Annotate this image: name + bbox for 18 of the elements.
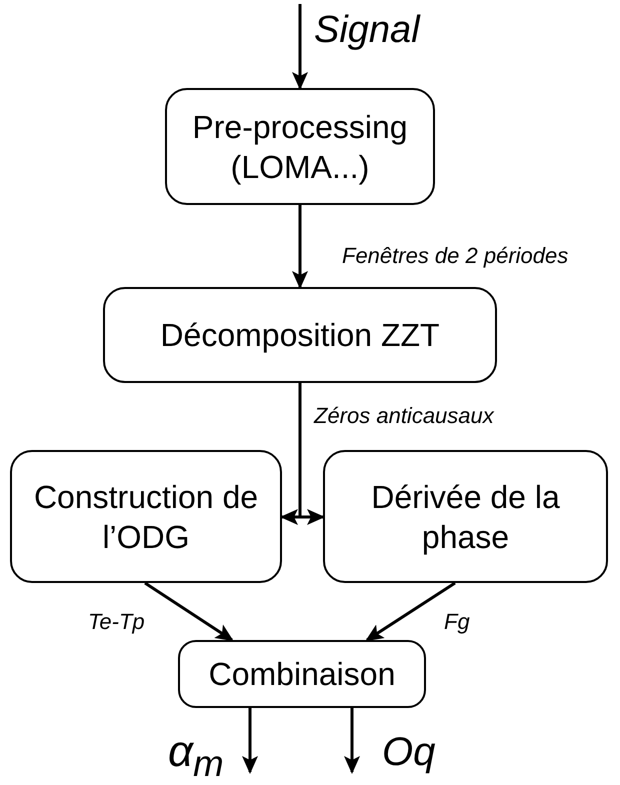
process-box [103,287,497,383]
box-label: Dérivée de la phase [370,478,561,556]
edge-label: Fenêtres de 2 périodes [340,244,570,268]
arrow [242,708,258,774]
arrow [292,205,308,289]
arrow [144,582,234,642]
process-box [323,450,608,583]
arrow [344,708,360,774]
arrow [365,582,456,642]
box-label: Combinaison [208,655,396,694]
process-box [178,640,426,708]
box-label: Pre-processing (LOMA...) [191,108,409,186]
box-label: Construction de l’ODG [32,478,260,556]
arrow [292,4,308,90]
arrow [298,383,325,525]
process-box [10,450,282,583]
process-box [165,88,435,205]
box-label: Décomposition ZZT [160,316,440,355]
